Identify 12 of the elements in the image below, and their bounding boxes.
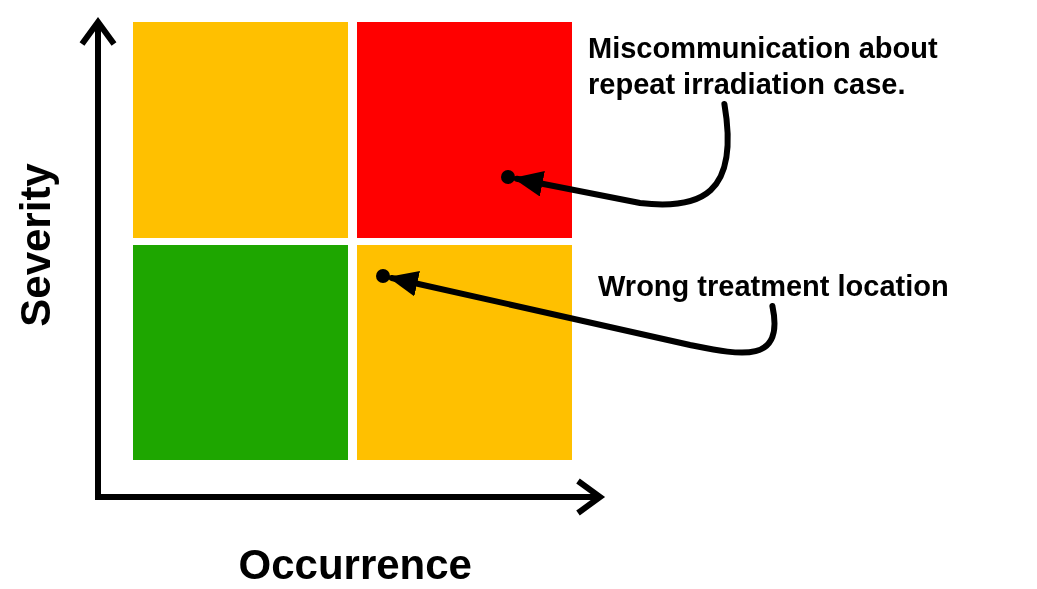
axis-title: Occurrence [238, 541, 472, 589]
quadrant-box [133, 245, 348, 460]
quadrant-box [357, 22, 572, 238]
quadrant-box [357, 245, 572, 460]
curved-arrow [512, 101, 731, 208]
dot-marker [501, 170, 515, 184]
quadrant-box [133, 22, 348, 238]
curved-arrow [387, 271, 778, 356]
annotation-text: Miscommunication about repeat irradiation case. [588, 30, 1028, 102]
annotation-text: Wrong treatment location [598, 268, 1034, 304]
axis-title: Severity [11, 163, 60, 327]
dot-marker [376, 269, 390, 283]
